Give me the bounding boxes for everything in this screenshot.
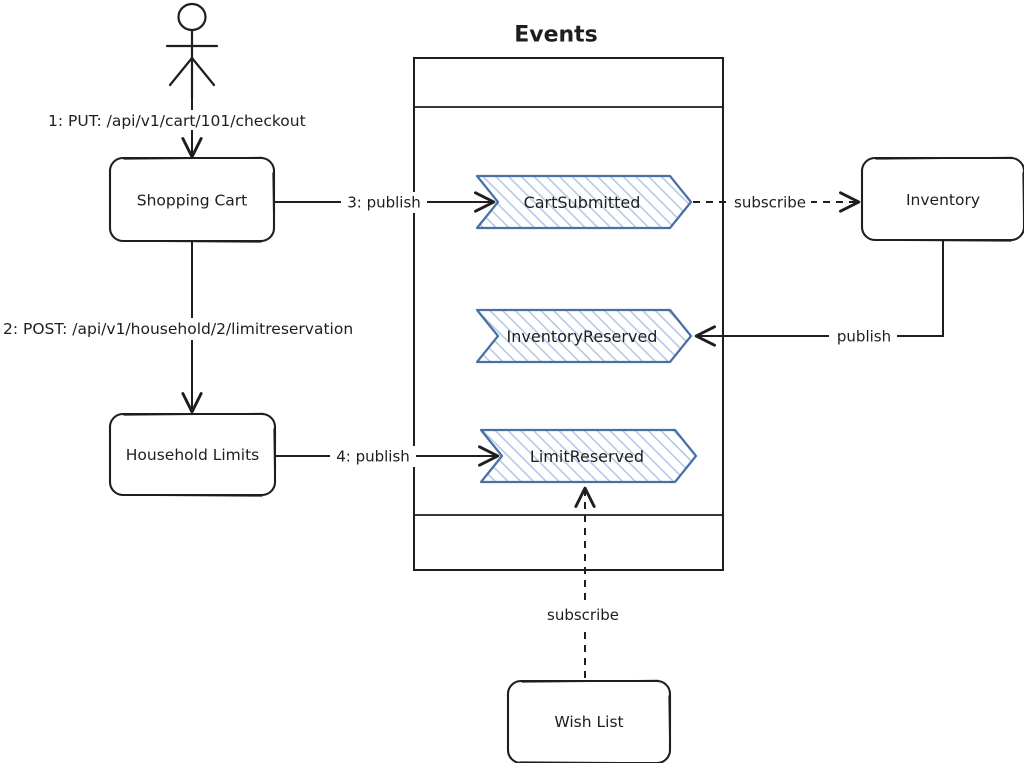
edge-wishlist-subscribe-limitreserved[interactable]: subscribe	[534, 486, 634, 678]
cart-submitted-chevron	[475, 174, 693, 230]
limit-reserved-chevron	[479, 428, 698, 484]
limit-reserved-label: LimitReserved	[530, 447, 644, 466]
shopping-cart-label: Shopping Cart	[137, 192, 248, 210]
edge-label-actor-to-cart: 1: PUT: /api/v1/cart/101/checkout	[48, 112, 306, 130]
edge-label-inventory-publish: publish	[837, 328, 891, 346]
node-shopping-cart[interactable]: Shopping Cart	[108, 156, 276, 243]
node-wish-list[interactable]: Wish List	[506, 679, 672, 763]
edge-cartsubmitted-subscribe-inventory[interactable]: subscribe	[693, 191, 861, 213]
actor-right-leg	[190, 56, 216, 87]
edge-label-cart-publish: 3: publish	[347, 194, 421, 212]
edge-label-backdrop	[534, 604, 634, 626]
edge-label-subscribe-inventory: subscribe	[734, 194, 806, 212]
event-cart-submitted[interactable]: CartSubmitted	[475, 174, 693, 230]
cart-submitted-label: CartSubmitted	[524, 193, 641, 212]
edge-label-backdrop	[341, 192, 427, 213]
wish-list-label: Wish List	[554, 713, 623, 731]
edge-household-publish-limitreserved[interactable]: 4: publish	[274, 445, 500, 467]
edge-label-cart-to-household: 2: POST: /api/v1/household/2/limitreserv…	[3, 320, 353, 338]
actor-head-icon	[177, 2, 207, 32]
node-household-limits[interactable]: Household Limits	[108, 412, 277, 497]
edge-inventory-publish-line	[694, 239, 944, 347]
edge-cart-to-household[interactable]: 2: POST: /api/v1/household/2/limitreserv…	[0, 240, 390, 414]
edge-actor-to-cart[interactable]: 1: PUT: /api/v1/cart/101/checkout	[40, 91, 340, 159]
edge-inventory-publish-inventoryreserved[interactable]: publish	[694, 239, 944, 347]
edge-label-backdrop	[40, 110, 340, 130]
actor-left-leg	[168, 56, 194, 87]
edge-label-backdrop	[0, 318, 390, 340]
inventory-reserved-chevron	[475, 308, 693, 364]
edge-label-backdrop	[829, 326, 897, 347]
inventory-reserved-label: InventoryReserved	[507, 327, 658, 346]
household-limits-label: Household Limits	[126, 446, 259, 464]
edge-cart-publish-cartsubmitted[interactable]: 3: publish	[273, 191, 496, 213]
event-limit-reserved[interactable]: LimitReserved	[479, 428, 698, 484]
node-inventory[interactable]: Inventory	[860, 156, 1024, 242]
actor-stick-figure[interactable]	[165, 2, 219, 100]
events-container: Events	[413, 23, 724, 571]
event-inventory-reserved[interactable]: InventoryReserved	[475, 308, 693, 364]
edge-label-backdrop	[729, 192, 811, 213]
edge-label-wishlist-subscribe: subscribe	[547, 606, 619, 624]
edge-label-household-publish: 4: publish	[336, 448, 410, 466]
inventory-label: Inventory	[906, 191, 980, 209]
edge-label-backdrop	[330, 446, 416, 467]
events-title: Events	[514, 23, 598, 48]
